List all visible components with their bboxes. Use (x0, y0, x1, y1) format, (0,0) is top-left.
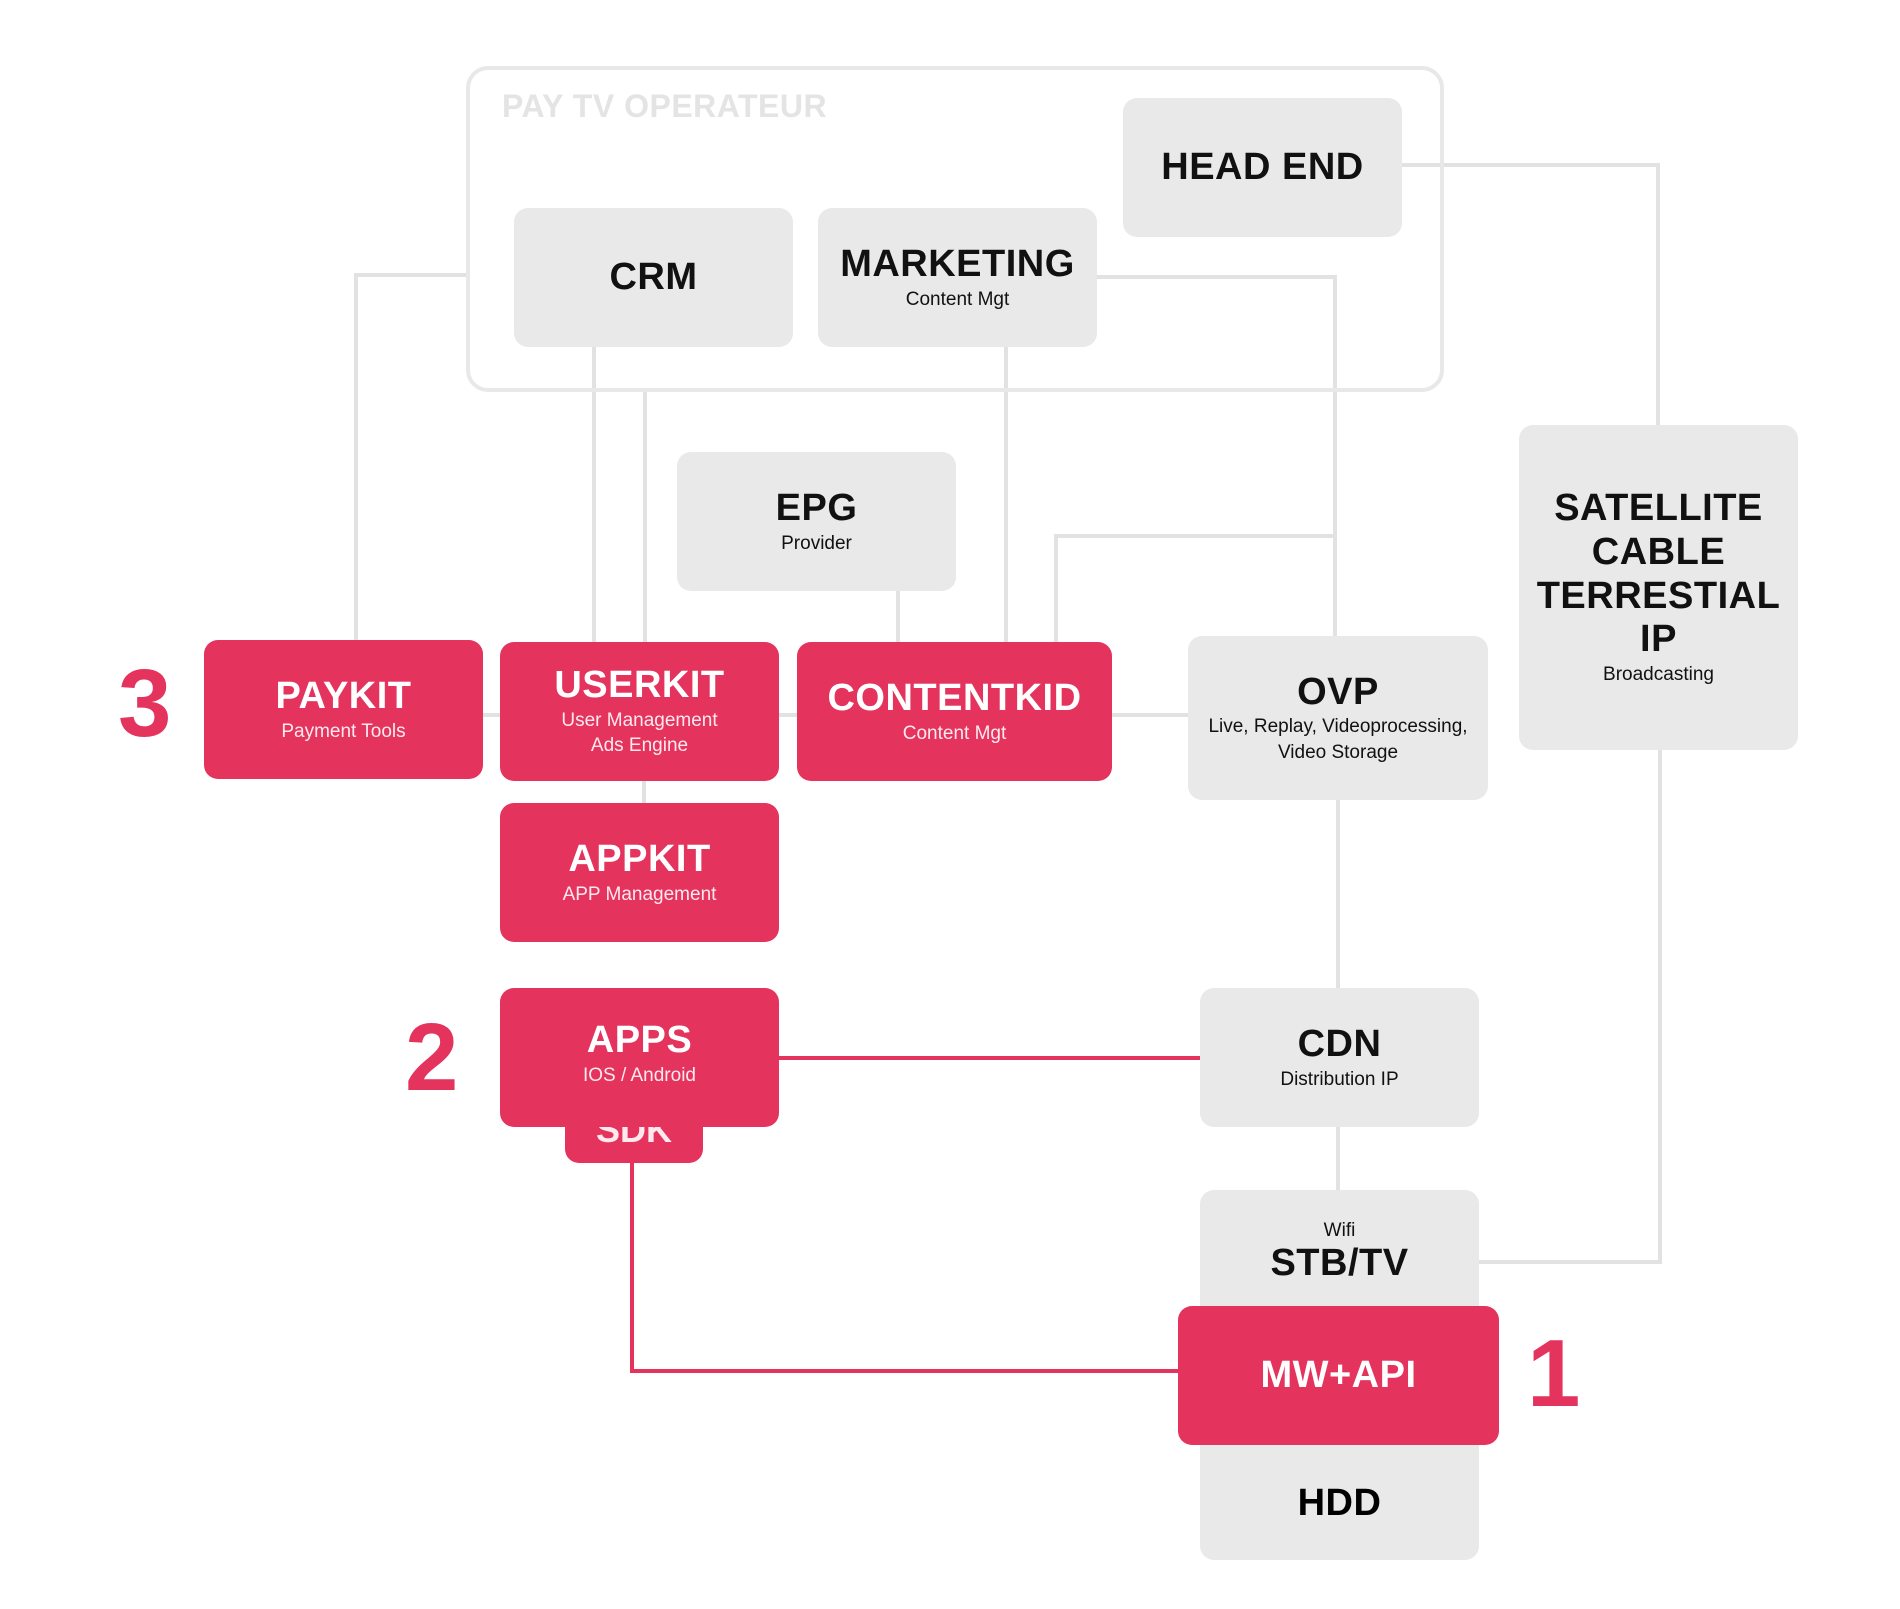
step-number-3: 3 (118, 650, 172, 757)
hdd-box: HDD (1200, 1448, 1479, 1560)
paykit-box: PAYKIT Payment Tools (204, 640, 483, 779)
marketing-box: MARKETING Content Mgt (818, 208, 1097, 347)
ovp-box: OVP Live, Replay, Videoprocessing, Video… (1188, 636, 1488, 800)
ovp-sub-2: Video Storage (1277, 741, 1399, 763)
cdn-box: CDN Distribution IP (1200, 988, 1479, 1127)
epg-box: EPG Provider (677, 452, 956, 591)
contentkid-sub: Content Mgt (902, 722, 1007, 744)
satellite-line-4: IP (1640, 618, 1677, 661)
satellite-sub: Broadcasting (1603, 664, 1714, 686)
mw-api-title: MW+API (1260, 1353, 1417, 1396)
ovp-title: OVP (1297, 670, 1379, 713)
group-title: PAY TV OPERATEUR (502, 88, 828, 124)
satellite-box: SATELLITE CABLE TERRESTIAL IP Broadcasti… (1519, 425, 1798, 750)
apps-title: APPS (586, 1018, 693, 1061)
contentkid-box: CONTENTKID Content Mgt (797, 642, 1112, 781)
appkit-box: APPKIT APP Management (500, 803, 779, 942)
userkit-sub-2: Ads Engine (590, 735, 689, 757)
line-headend-satellite (1402, 163, 1660, 425)
userkit-sub-1: User Management (561, 709, 718, 731)
epg-sub: Provider (781, 532, 852, 554)
satellite-line-3: TERRESTIAL (1536, 574, 1781, 617)
line-group-paykit (354, 273, 466, 640)
line-sdk-mwapi (630, 1163, 1178, 1373)
userkit-title: USERKIT (554, 664, 725, 707)
crm-box: CRM (514, 208, 793, 347)
mw-api-box: MW+API (1178, 1306, 1499, 1445)
line-satellite-stb (1478, 748, 1662, 1264)
marketing-title: MARKETING (840, 242, 1075, 285)
marketing-sub: Content Mgt (905, 288, 1010, 310)
satellite-line-1: SATELLITE (1554, 487, 1763, 530)
hdd-title: HDD (1297, 1482, 1382, 1525)
contentkid-title: CONTENTKID (827, 676, 1082, 719)
wifi-label: Wifi (1323, 1220, 1356, 1241)
head-end-box: HEAD END (1123, 98, 1402, 237)
cdn-title: CDN (1297, 1022, 1382, 1065)
paykit-sub: Payment Tools (281, 720, 406, 742)
satellite-line-2: CABLE (1591, 530, 1726, 573)
epg-title: EPG (775, 486, 858, 529)
userkit-box: USERKIT User Management Ads Engine (500, 642, 779, 781)
ovp-sub-1: Live, Replay, Videoprocessing, (1208, 716, 1468, 738)
line-marketing-ovp (1097, 275, 1337, 636)
pay-tv-operateur-group (466, 66, 1444, 392)
line-contentkid-ovp (1054, 534, 1335, 642)
apps-box: APPS IOS / Android (500, 988, 779, 1127)
stb-tv-title: STB/TV (1270, 1242, 1409, 1284)
paykit-title: PAYKIT (275, 674, 412, 717)
step-number-1: 1 (1527, 1320, 1581, 1427)
appkit-title: APPKIT (568, 837, 711, 880)
appkit-sub: APP Management (562, 883, 717, 905)
apps-sub: IOS / Android (582, 1064, 696, 1086)
cdn-sub: Distribution IP (1280, 1068, 1399, 1090)
head-end-title: HEAD END (1161, 145, 1364, 188)
step-number-2: 2 (405, 1004, 459, 1111)
crm-title: CRM (609, 255, 698, 298)
